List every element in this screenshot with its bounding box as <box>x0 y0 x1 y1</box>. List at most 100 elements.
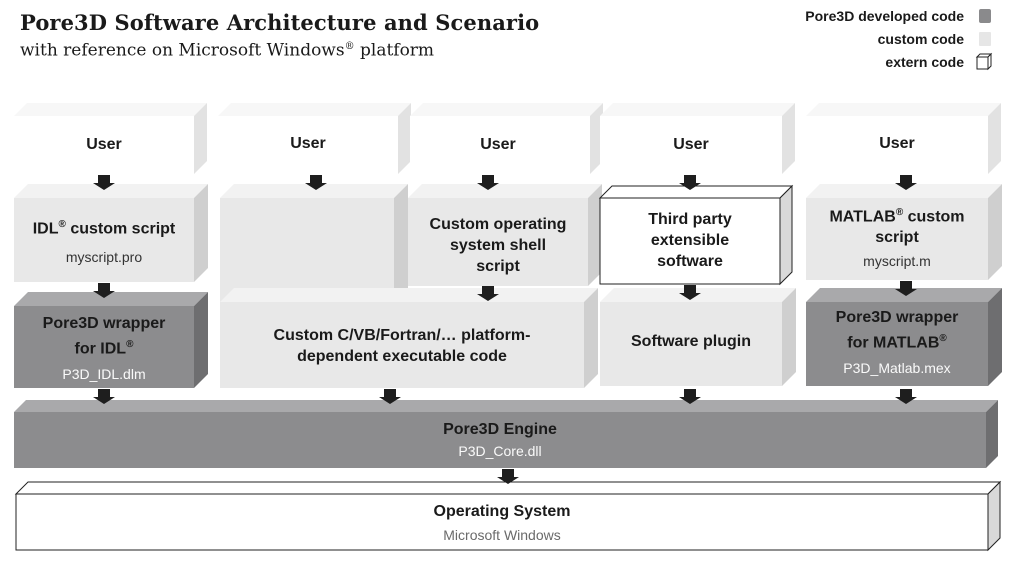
software-plugin-label: Software plugin <box>600 300 782 382</box>
software-plugin-title: Software plugin <box>631 332 751 350</box>
idl-wrapper-box-top-face <box>14 292 208 306</box>
user-box-5-front-face <box>806 116 988 174</box>
arrow-down-icon <box>379 389 401 404</box>
operating-system-box-side-face <box>987 480 1001 552</box>
shell-script-label: Custom operating system shell script <box>408 208 588 282</box>
user-box-3-front-face <box>410 116 590 174</box>
user-label: User <box>480 135 516 153</box>
user-box-2-front-face <box>218 116 398 174</box>
custom-executable-left-box-top-face <box>220 184 408 198</box>
software-plugin-box-front-face <box>600 302 782 386</box>
operating-system-box-front-face <box>15 493 989 551</box>
matlab-custom-script-label: MATLAB® custom script myscript.m <box>806 198 988 274</box>
pore3d-engine-box-front-face <box>14 412 986 468</box>
shell-script-box-front-face <box>408 198 588 286</box>
shell-script-box-top-face <box>408 184 602 198</box>
idl-wrapper-text: for IDL <box>74 340 127 358</box>
matlab-script-title-2: script <box>875 229 919 247</box>
idl-wrapper-title-2: for IDL® <box>75 334 134 359</box>
engine-file: P3D_Core.dll <box>458 442 542 459</box>
user-box-label-1: User <box>14 118 194 170</box>
custom-executable-title: Custom C/VB/Fortran/… platform- <box>273 327 531 344</box>
matlab-script-text: custom <box>903 208 965 226</box>
user-label: User <box>86 135 122 153</box>
matlab-wrapper-box-side-face <box>988 288 1002 386</box>
custom-executable-title-2: dependent executable code <box>297 348 507 365</box>
custom-executable-label: Custom C/VB/Fortran/… platform- dependen… <box>220 318 584 374</box>
user-box-3-side-face <box>590 103 603 174</box>
user-box-4-front-face <box>600 116 782 174</box>
idl-custom-script-label: IDL® custom script myscript.pro <box>14 200 194 280</box>
third-party-title: Third party <box>648 210 732 228</box>
idl-script-title: IDL® custom script <box>33 214 176 239</box>
operating-system-label: Operating System Microsoft Windows <box>16 496 988 548</box>
user-box-1-front-face <box>14 116 194 174</box>
idl-wrapper-box-front-face <box>14 306 194 388</box>
third-party-software-box-front-face <box>599 197 781 285</box>
arrow-down-icon <box>477 175 499 190</box>
idl-wrapper-label: Pore3D wrapper for IDL® P3D_IDL.dlm <box>14 308 194 388</box>
user-box-2-top-face <box>218 103 411 116</box>
registered-mark: ® <box>939 332 947 344</box>
matlab-wrapper-label: Pore3D wrapper for MATLAB® P3D_Matlab.me… <box>806 302 988 382</box>
arrow-down-icon <box>497 469 519 484</box>
shell-script-title-2: system shell <box>449 236 547 254</box>
legend-swatch-extern-icon <box>976 56 989 70</box>
arrow-down-icon <box>679 285 701 300</box>
pore3d-engine-box-top-face <box>14 400 998 412</box>
idl-script-file: myscript.pro <box>65 248 143 265</box>
user-box-4-side-face <box>782 103 795 174</box>
user-box-4-top-face <box>600 103 795 116</box>
diagram-subtitle: with reference on Microsoft Windows® pla… <box>20 36 539 62</box>
matlab-custom-script-box-front-face <box>806 198 988 280</box>
legend-item-custom: custom code <box>877 31 964 47</box>
registered-mark: ® <box>895 206 904 218</box>
arrow-down-icon <box>305 175 327 190</box>
matlab-wrapper-box-top-face <box>806 288 1002 302</box>
matlab-custom-script-box-side-face <box>988 184 1002 280</box>
user-box-1-top-face <box>14 103 207 116</box>
matlab-wrapper-title: Pore3D wrapper <box>835 308 959 326</box>
user-box-5-side-face <box>988 103 1001 174</box>
arrow-down-icon <box>895 175 917 190</box>
user-box-5-top-face <box>806 103 1001 116</box>
third-party-software-box-side-face <box>779 184 793 286</box>
matlab-wrapper-title-2: for MATLAB® <box>847 328 947 353</box>
software-plugin-box-side-face <box>782 288 796 386</box>
os-title: Operating System <box>433 502 571 520</box>
matlab-wrapper-box-front-face <box>806 302 988 386</box>
idl-wrapper-file: P3D_IDL.dlm <box>62 366 146 383</box>
third-party-software-box-top-face <box>598 185 794 199</box>
diagram-title: Pore3D Software Architecture and Scenari… <box>20 10 540 35</box>
user-box-label-3: User <box>410 118 586 170</box>
custom-executable-box-side-face <box>584 288 598 388</box>
idl-text: IDL <box>32 220 59 238</box>
matlab-wrapper-file: P3D_Matlab.mex <box>843 360 951 377</box>
third-party-title-2: extensible <box>650 231 730 249</box>
user-box-label-4: User <box>600 118 782 170</box>
matlab-custom-script-box-top-face <box>806 184 1002 198</box>
pore3d-engine-label: Pore3D Engine P3D_Core.dll <box>14 414 986 464</box>
software-plugin-box-top-face <box>600 288 796 302</box>
diagram-title-block: Pore3D Software Architecture and Scenari… <box>20 10 539 62</box>
idl-custom-script-box-side-face <box>194 184 208 282</box>
arrow-down-icon <box>93 283 115 298</box>
third-party-software-label: Third party extensible software <box>600 203 780 277</box>
custom-executable-box-front-face <box>220 302 584 388</box>
arrow-down-icon <box>93 389 115 404</box>
subtitle-text-end: platform <box>354 40 435 61</box>
matlab-wrapper-text: for MATLAB <box>847 334 940 352</box>
registered-mark: ® <box>58 219 66 231</box>
idl-custom-script-box-top-face <box>14 184 208 198</box>
arrow-down-icon <box>477 286 499 301</box>
user-label: User <box>673 135 709 153</box>
arrow-down-icon <box>93 175 115 190</box>
idl-wrapper-title: Pore3D wrapper <box>42 314 166 332</box>
user-box-label-5: User <box>806 117 988 169</box>
legend-item-extern: extern code <box>885 54 964 70</box>
shell-script-box-side-face <box>588 184 602 286</box>
registered-mark: ® <box>344 41 355 52</box>
matlab-text: MATLAB <box>829 208 896 226</box>
third-party-title-3: software <box>657 252 723 270</box>
